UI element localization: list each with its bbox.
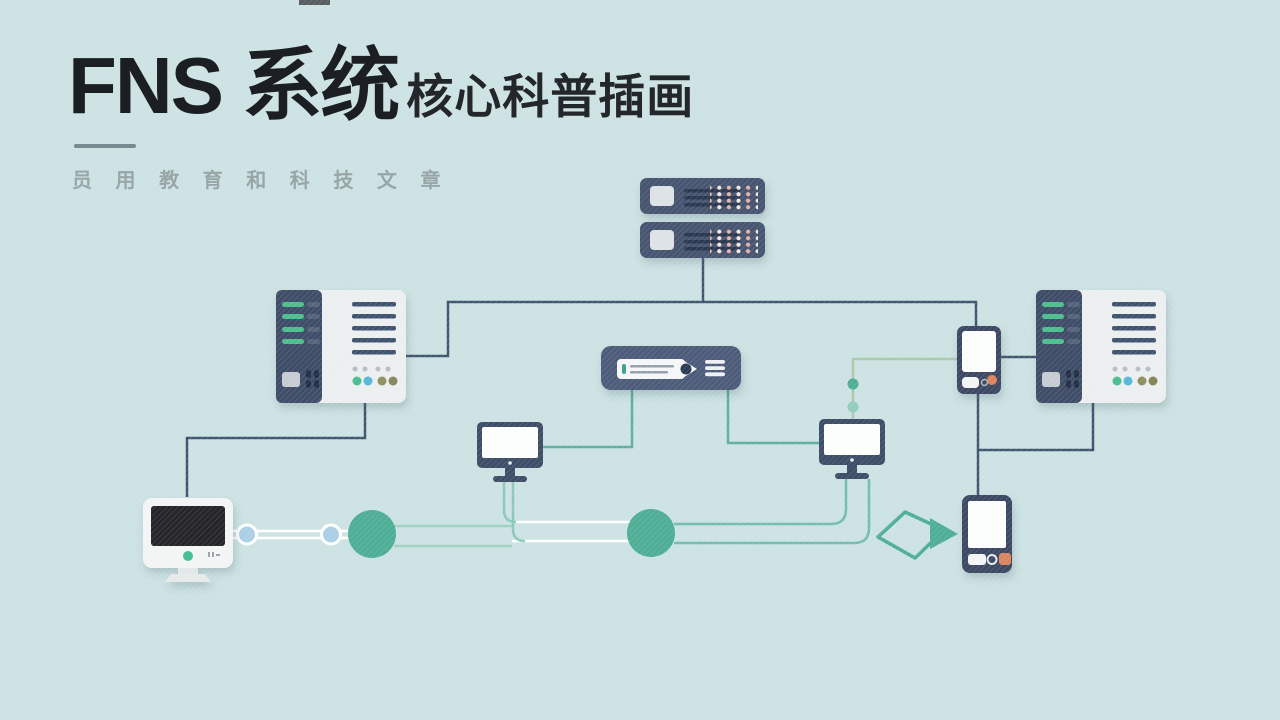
arrowhead-icon bbox=[930, 518, 958, 549]
menu-icon bbox=[705, 360, 725, 377]
phone-ring-icon bbox=[980, 378, 989, 387]
top-edge-mark bbox=[299, 0, 330, 5]
link-bead-1 bbox=[236, 523, 258, 546]
router-search-appliance bbox=[601, 346, 741, 390]
phone-orange-dot bbox=[987, 375, 997, 385]
title-divider bbox=[74, 144, 136, 148]
smartphone-upper bbox=[957, 326, 1001, 394]
link-bead-2 bbox=[320, 523, 342, 546]
computer-stand bbox=[165, 574, 211, 582]
sage-link-phone-monitor bbox=[851, 357, 958, 419]
network-node-circle-2 bbox=[627, 509, 675, 557]
title-secondary: 核心科普插画 bbox=[406, 70, 695, 123]
workstation-monitor-right bbox=[819, 419, 885, 479]
search-tag bbox=[617, 359, 685, 379]
smartphone-lower bbox=[962, 495, 1012, 573]
desktop-computer bbox=[143, 498, 233, 582]
phone-home-button bbox=[968, 554, 986, 565]
tag-hole-icon bbox=[680, 363, 692, 375]
computer-screen bbox=[151, 506, 225, 546]
phone-orange-key bbox=[999, 553, 1011, 565]
workstation-monitor-left bbox=[477, 422, 543, 482]
rack-unit-2 bbox=[640, 222, 765, 258]
teal-router-legs bbox=[543, 390, 819, 449]
bottom-data-chain bbox=[230, 479, 871, 558]
phone-screen bbox=[968, 501, 1006, 548]
sage-node-dot-solid bbox=[847, 378, 859, 390]
title-primary: FNS 系统 bbox=[68, 41, 400, 130]
computer-power-led bbox=[183, 551, 193, 561]
server-tower-left bbox=[276, 290, 406, 403]
header: FNS 系统 核心科普插画 员 用 教 育 和 科 技 文 章 bbox=[68, 44, 694, 193]
link-right-server-to-phone-line bbox=[978, 403, 1095, 452]
flow-diamond-arrow bbox=[876, 510, 958, 560]
sage-node-dot-light bbox=[847, 401, 859, 413]
phone-screen bbox=[962, 331, 996, 372]
phone-home-button bbox=[962, 377, 979, 388]
page-title: FNS 系统 核心科普插画 bbox=[68, 44, 694, 128]
network-node-circle-1 bbox=[348, 510, 396, 558]
bus-line bbox=[406, 300, 978, 358]
server-tower-right bbox=[1036, 290, 1166, 403]
phone-ring-icon bbox=[986, 554, 998, 565]
navy-connector-lines bbox=[185, 257, 1095, 497]
subtitle: 员 用 教 育 和 科 技 文 章 bbox=[72, 170, 450, 192]
link-left-server-to-computer bbox=[185, 402, 367, 497]
